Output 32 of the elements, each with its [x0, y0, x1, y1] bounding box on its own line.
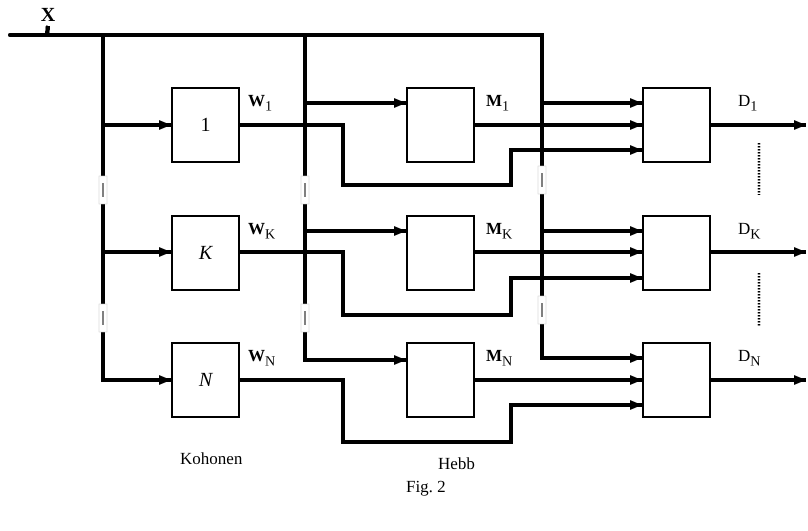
arrow: [475, 120, 642, 130]
edge-label: M$_{K}$: [486, 220, 512, 242]
arrow: [240, 123, 642, 187]
arrow: [711, 120, 806, 130]
caption: Fig. 2: [406, 478, 446, 495]
edge-label: W$_{N}$: [248, 347, 276, 369]
section-label: Hebb: [438, 455, 475, 472]
block-box: [642, 342, 711, 418]
arrow: [44, 26, 642, 363]
arrow: [240, 250, 642, 317]
block-box: [406, 215, 475, 291]
block-box: [406, 342, 475, 418]
arrow: [711, 247, 806, 257]
edge-label: M$_{1}$: [486, 92, 510, 114]
arrow: [711, 375, 806, 385]
block-box: 1: [171, 87, 240, 163]
block-box: K: [171, 215, 240, 291]
arrow: [240, 378, 642, 444]
bus-label: X: [38, 4, 58, 26]
block-box: [642, 87, 711, 163]
arrow: [475, 375, 642, 385]
edge-label: M$_{N}$: [486, 347, 512, 369]
block-box: N: [171, 342, 240, 418]
edge-label: D$_{N}$: [738, 347, 761, 369]
edge-label: D$_{K}$: [738, 220, 761, 242]
edge-label: D$_{1}$: [738, 92, 758, 114]
section-label: Kohonen: [180, 450, 242, 467]
block-box: [406, 87, 475, 163]
edge-label: W$_{K}$: [248, 220, 276, 242]
block-box: [642, 215, 711, 291]
edge-label: W$_{1}$: [248, 92, 272, 114]
arrow: [475, 247, 642, 257]
